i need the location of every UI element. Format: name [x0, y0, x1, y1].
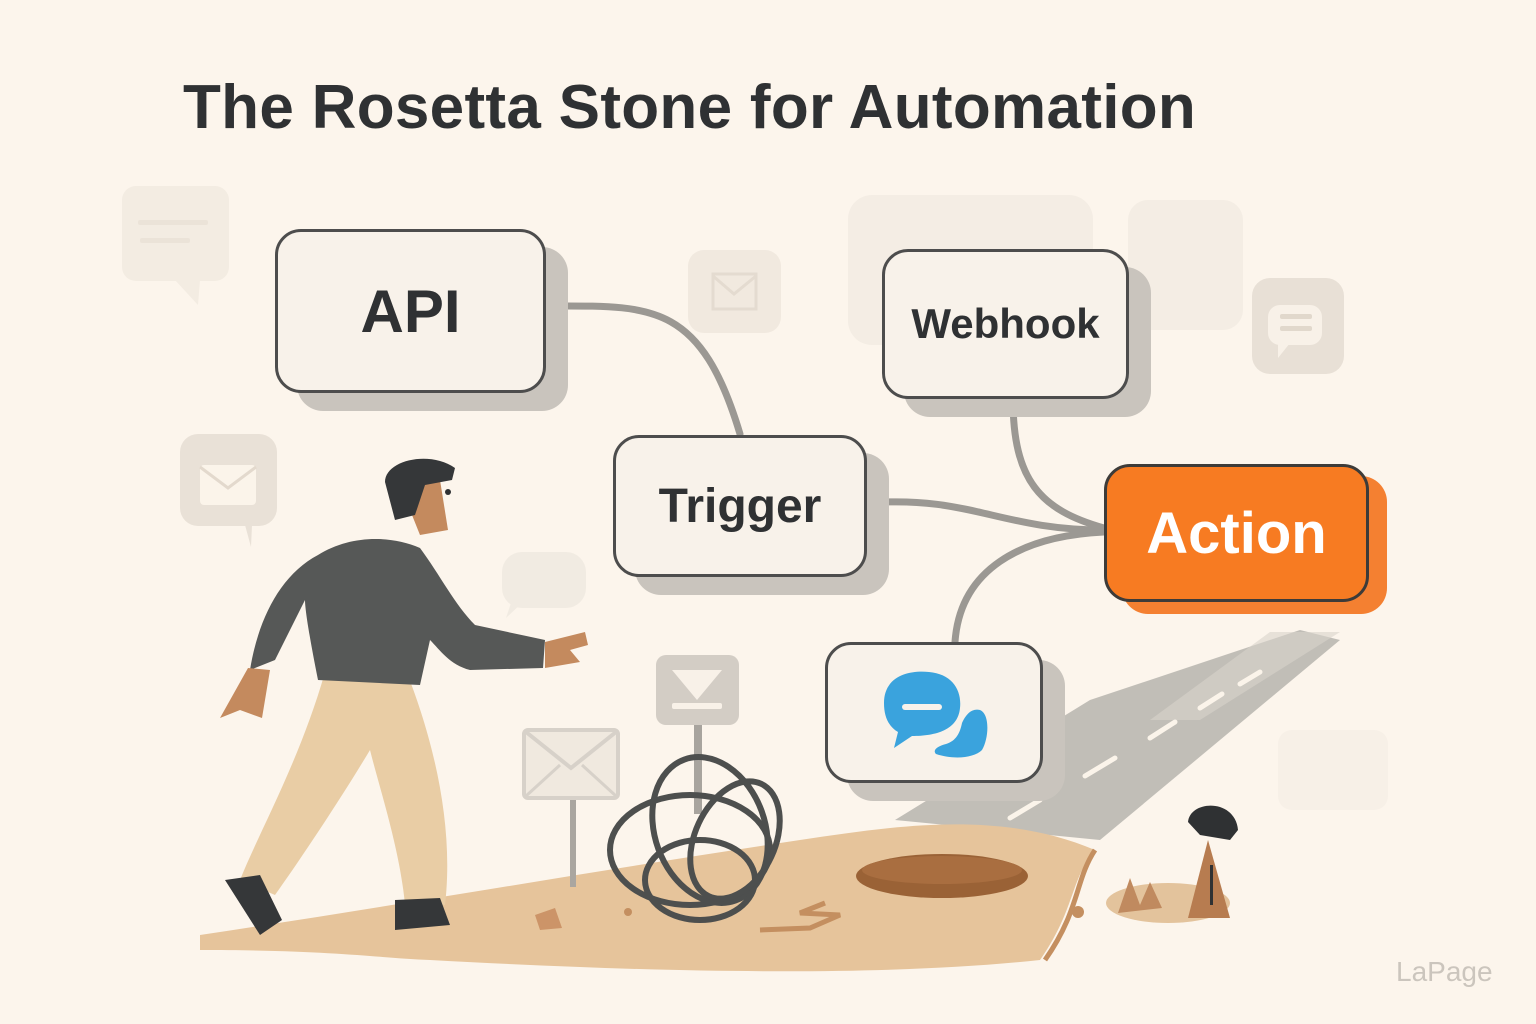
node-webhook-label: Webhook	[911, 300, 1100, 347]
person-in-hole	[1106, 805, 1238, 923]
mail-sign-icon	[522, 728, 620, 887]
node-trigger[interactable]: Trigger	[613, 435, 867, 577]
node-action[interactable]: Action	[1104, 464, 1369, 602]
chat-icon	[1252, 278, 1344, 374]
node-trigger-label: Trigger	[658, 479, 822, 533]
speech-bubble-icon	[502, 552, 586, 618]
node-webhook[interactable]: Webhook	[882, 249, 1129, 399]
node-chat[interactable]	[825, 642, 1043, 783]
person-walking	[220, 458, 588, 935]
node-api[interactable]: API	[275, 229, 546, 393]
mail-icon	[180, 434, 277, 547]
download-sign-icon	[656, 655, 739, 814]
mail-icon	[688, 250, 781, 333]
node-api-label: API	[360, 277, 461, 345]
connector-lines	[542, 302, 1108, 646]
watermark: LaPage	[1396, 956, 1493, 987]
tangled-wire	[607, 754, 783, 923]
road	[895, 630, 1340, 840]
page-title: The Rosetta Stone for Automation	[183, 73, 1197, 142]
chat-bubbles-icon	[884, 671, 988, 757]
speech-bubble-icon	[122, 186, 229, 305]
node-action-label: Action	[1146, 500, 1327, 566]
